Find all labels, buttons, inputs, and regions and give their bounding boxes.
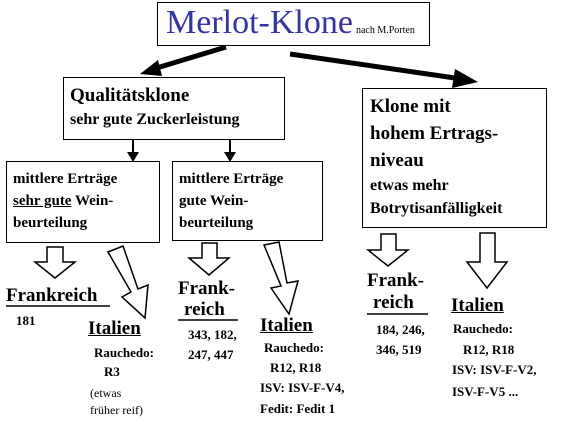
sub-box-2-line3: beurteilung xyxy=(179,215,254,231)
sub-box-2-line2: gute Wein- xyxy=(179,193,249,209)
group3-france-clones-1: 184, 246, xyxy=(376,322,425,337)
group3-italy-source: Rauchedo: xyxy=(453,321,513,336)
group1-italy-clones: R3 xyxy=(104,364,120,379)
hollow-arrow-sub2-france xyxy=(186,242,232,276)
sub-box-1-underlined: sehr gute xyxy=(13,193,72,209)
group3-isv-2: ISV-F-V5 ... xyxy=(452,384,519,399)
group3-france-clones-2: 346, 519 xyxy=(376,342,422,357)
yield-box-line5: Botrytisanfälligkeit xyxy=(370,200,503,217)
group3-italy-label: Italien xyxy=(451,295,504,316)
group2-isv: ISV: ISV-F-V4, xyxy=(260,380,345,395)
yield-box-line2: hohem Ertrags- xyxy=(370,123,499,144)
group2-italy-label: Italien xyxy=(260,315,313,336)
high-yield-clones-box: Klone mit hohem Ertrags- niveau etwas me… xyxy=(362,88,547,228)
group2-france-label-1: Frank- xyxy=(178,278,235,299)
quality-box-subheading: sehr gute Zuckerleistung xyxy=(70,111,240,128)
group3-isv-1: ISV: ISV-F-V2, xyxy=(452,362,537,377)
arrowhead-title-to-quality xyxy=(140,60,162,76)
sub-box-1-line2: sehr gute Wein- xyxy=(13,190,159,212)
group1-italy-note1: (etwas xyxy=(90,386,122,400)
sub-box-1-line3: beurteilung xyxy=(13,215,88,231)
quality-clones-box: Qualitätsklone sehr gute Zuckerleistung xyxy=(63,77,285,140)
group3-italy-clones: R12, R18 xyxy=(463,342,515,357)
title-main: Merlot-Klone xyxy=(166,4,353,41)
sub-box-good: mittlere Erträge gute Wein- beurteilung xyxy=(172,161,323,241)
group1-france-label: Frankreich xyxy=(6,285,98,306)
group1-france-clones: 181 xyxy=(16,313,36,328)
hollow-arrow-yield-france xyxy=(365,233,411,267)
sub-box-1-line1: mittlere Erträge xyxy=(13,171,118,187)
group1-italy-note2: früher reif) xyxy=(90,403,143,417)
group2-france-clones-1: 343, 182, xyxy=(188,327,237,342)
yield-box-line1: Klone mit xyxy=(370,96,451,117)
arrow-title-to-yield xyxy=(289,51,456,81)
arrowhead-quality-to-sub1 xyxy=(127,152,139,162)
quality-box-heading: Qualitätsklone xyxy=(70,85,190,106)
sub-box-very-good: mittlere Erträge sehr gute Wein- beurtei… xyxy=(6,161,160,243)
hollow-arrow-sub2-italy xyxy=(262,241,300,316)
group1-italy-label: Italien xyxy=(88,318,141,339)
sub-box-1-line2-rest: Wein- xyxy=(71,193,114,209)
group2-fedit: Fedit: Fedit 1 xyxy=(260,401,336,416)
group2-italy-clones: R12, R18 xyxy=(270,360,322,375)
title-source: nach M.Porten xyxy=(355,25,415,36)
yield-box-line4: etwas mehr xyxy=(370,177,449,194)
arrowhead-title-to-yield xyxy=(452,69,478,88)
group2-france-clones-2: 247, 447 xyxy=(188,347,234,362)
sub-box-2-line1: mittlere Erträge xyxy=(179,171,284,187)
hollow-arrow-yield-italy xyxy=(465,232,509,290)
arrow-title-to-quality xyxy=(149,44,227,73)
group2-france-label-2: reich xyxy=(184,299,225,320)
hollow-arrow-sub1-italy xyxy=(106,245,149,320)
group1-italy-source: Rauchedo: xyxy=(94,345,154,360)
group3-france-label-2: reich xyxy=(373,292,414,313)
hollow-arrow-sub1-france xyxy=(32,246,78,279)
arrowhead-quality-to-sub2 xyxy=(224,152,236,162)
group2-italy-source: Rauchedo: xyxy=(264,340,324,355)
group3-france-label-1: Frank- xyxy=(367,270,424,291)
yield-box-line3: niveau xyxy=(370,150,424,171)
